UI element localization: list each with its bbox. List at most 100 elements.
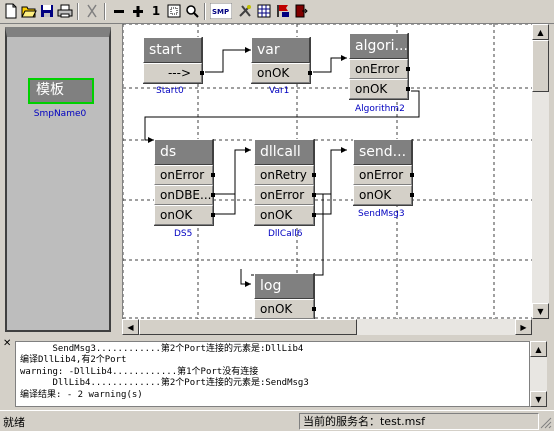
node-algorithm-port-label: onError — [355, 62, 400, 76]
cut-icon[interactable] — [83, 2, 101, 20]
connection-lines — [144, 47, 420, 287]
node-log-port-label: onOK — [260, 302, 293, 316]
node-dllcall[interactable]: dllcall onRetry onError onOK — [254, 139, 316, 226]
print-icon[interactable] — [56, 2, 74, 20]
canvas-vertical-scrollbar[interactable]: ▲ ▼ — [532, 24, 549, 319]
scroll-down-icon[interactable]: ▼ — [532, 303, 549, 319]
scroll-down-icon[interactable]: ▼ — [530, 391, 547, 407]
node-ds-port-label: onOK — [160, 208, 193, 222]
port-connector — [410, 173, 414, 177]
node-sendmsg-port-onok[interactable]: onOK — [353, 185, 414, 205]
port-connector — [312, 213, 316, 217]
port-connector — [410, 193, 414, 197]
node-ds-port-label: onDBE... — [160, 188, 212, 202]
node-log-title: log — [254, 273, 314, 299]
node-start-caption: Start0 — [156, 86, 184, 96]
output-line: 编译DllLib4,有2个Port — [20, 355, 127, 366]
node-dllcall-port-label: onRetry — [260, 168, 307, 182]
template-item-name: SmpName0 — [33, 109, 87, 119]
canvas-horizontal-scrollbar[interactable]: ◀ ▶ — [122, 319, 532, 335]
node-start-title: start — [143, 37, 202, 63]
scroll-thumb[interactable] — [139, 319, 357, 335]
output-line: DllLib4.............第2个Port连接的元素是:SendMs… — [20, 378, 309, 389]
node-algorithm-port-onerror[interactable]: onError — [349, 59, 410, 79]
node-sendmsg[interactable]: send... onError onOK — [353, 139, 414, 206]
node-sendmsg-title: send... — [353, 139, 412, 165]
node-dllcall-port-onerror[interactable]: onError — [254, 185, 316, 205]
template-frame: 模板 SmpName0 — [5, 27, 111, 332]
node-sendmsg-port-label: onError — [359, 168, 404, 182]
node-sendmsg-port-onerror[interactable]: onError — [353, 165, 414, 185]
node-ds-port-onok[interactable]: onOK — [154, 205, 215, 225]
minus-icon[interactable] — [110, 2, 128, 20]
flow-canvas[interactable]: start ---> Start0 var onOK Var1 algori..… — [122, 24, 532, 319]
scroll-thumb[interactable] — [532, 40, 549, 92]
node-ds-port-label: onError — [160, 168, 205, 182]
scroll-up-icon[interactable]: ▲ — [532, 24, 549, 40]
node-algorithm[interactable]: algori... onError onOK — [349, 33, 410, 100]
node-start-port-label: ---> — [167, 66, 191, 80]
zoom-level-label: 1 — [151, 4, 161, 18]
toolbar-separator — [204, 3, 206, 20]
node-dllcall-port-label: onOK — [260, 208, 293, 222]
plus-icon[interactable] — [129, 2, 147, 20]
port-connector — [308, 71, 312, 75]
output-scrollbar[interactable]: ▲ ▼ — [530, 341, 547, 407]
output-log[interactable]: SendMsg3............第2个Port连接的元素是:DllLib… — [15, 341, 530, 407]
node-var-port[interactable]: onOK — [251, 63, 312, 83]
status-service-name: 当前的服务名：test.msf — [299, 413, 539, 430]
grid-icon[interactable] — [255, 2, 273, 20]
fit-icon[interactable] — [165, 2, 183, 20]
node-var-title: var — [251, 37, 310, 63]
toolbar-separator — [77, 3, 79, 20]
scroll-up-icon[interactable]: ▲ — [530, 341, 547, 357]
node-dllcall-caption: DllCall6 — [268, 229, 303, 239]
port-connector — [406, 87, 410, 91]
zoom-level-button[interactable]: 1 — [147, 2, 165, 20]
node-start-port[interactable]: ---> — [143, 63, 204, 83]
node-log-port[interactable]: onOK — [254, 299, 316, 319]
exit-icon[interactable] — [292, 2, 310, 20]
status-bar: 就绪 当前的服务名：test.msf — [0, 410, 554, 431]
scroll-right-icon[interactable]: ▶ — [515, 319, 532, 335]
node-algorithm-caption: Algorithm2 — [355, 104, 405, 114]
node-ds-port-ondbe[interactable]: onDBE... — [154, 185, 215, 205]
port-connector — [200, 71, 204, 75]
node-dllcall-port-label: onError — [260, 188, 305, 202]
output-line: warning: -DllLib4............第1个Port没有连接 — [20, 366, 259, 377]
tools-icon[interactable] — [236, 2, 254, 20]
node-ds[interactable]: ds onError onDBE... onOK — [154, 139, 215, 226]
node-dllcall-port-onretry[interactable]: onRetry — [254, 165, 316, 185]
status-text: 就绪 — [3, 416, 25, 429]
smp-icon-text: SMP — [212, 8, 229, 16]
port-connector — [312, 193, 316, 197]
open-icon[interactable] — [20, 2, 38, 20]
close-icon[interactable]: ✕ — [3, 338, 12, 349]
node-ds-port-onerror[interactable]: onError — [154, 165, 215, 185]
node-ds-title: ds — [154, 139, 213, 165]
zoom-icon[interactable] — [183, 2, 201, 20]
node-var-port-label: onOK — [257, 66, 290, 80]
node-algorithm-port-onok[interactable]: onOK — [349, 79, 410, 99]
output-line: 编译结果: - 2 warning(s) — [20, 389, 143, 400]
template-item[interactable]: 模板 — [28, 78, 94, 104]
scroll-left-icon[interactable]: ◀ — [122, 319, 139, 335]
node-var[interactable]: var onOK — [251, 37, 312, 84]
node-dllcall-port-onok[interactable]: onOK — [254, 205, 316, 225]
node-start[interactable]: start ---> — [143, 37, 204, 84]
resize-grip-icon[interactable] — [540, 417, 552, 429]
smp-icon[interactable]: SMP — [210, 2, 232, 20]
scroll-corner — [532, 319, 549, 335]
flag-icon[interactable] — [274, 2, 292, 20]
output-line: SendMsg3............第2个Port连接的元素是:DllLib… — [20, 344, 304, 354]
port-connector — [211, 213, 215, 217]
new-icon[interactable] — [2, 2, 20, 20]
node-sendmsg-port-label: onOK — [359, 188, 392, 202]
save-icon[interactable] — [38, 2, 56, 20]
output-panel: ✕ SendMsg3............第2个Port连接的元素是:DllL… — [0, 337, 554, 409]
port-connector — [312, 173, 316, 177]
node-sendmsg-caption: SendMsg3 — [358, 209, 405, 219]
node-log[interactable]: log onOK — [254, 273, 316, 319]
port-connector — [211, 173, 215, 177]
